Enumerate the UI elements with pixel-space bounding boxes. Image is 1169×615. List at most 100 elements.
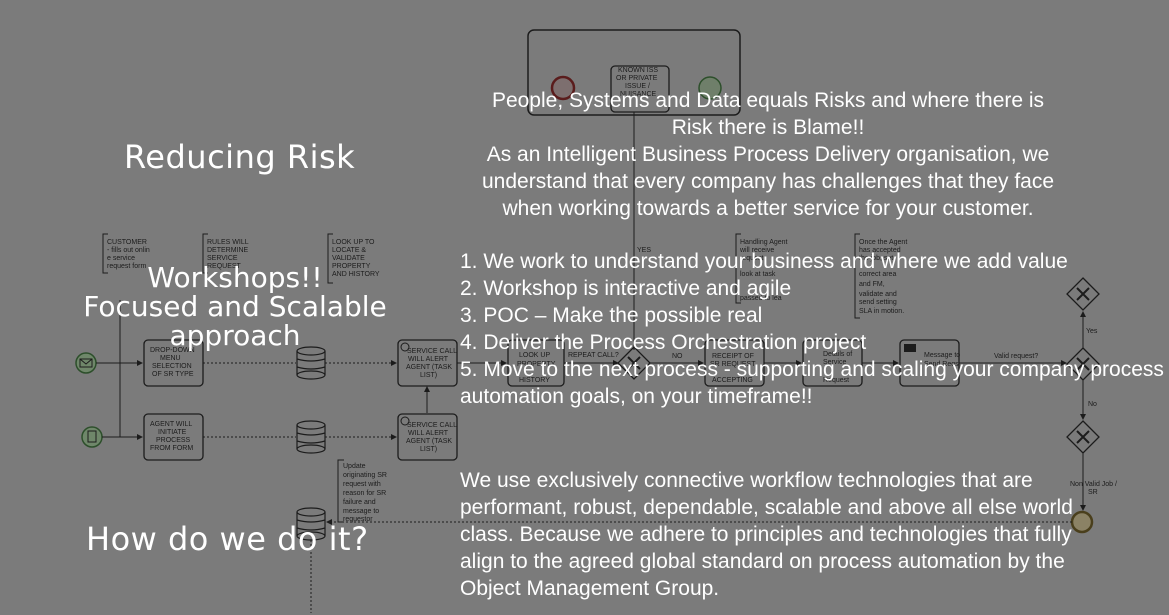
intro-line: when working towards a better service fo… (502, 197, 1034, 220)
annotation-text: request (740, 255, 763, 262)
annotation-text: passed to lea (740, 295, 782, 302)
title-reducing-risk: Reducing Risk (124, 138, 356, 176)
flow-label-no-right: No (1088, 401, 1097, 408)
diagram-text: LIST) (420, 446, 437, 453)
annotation-text: SERVICE (207, 255, 238, 262)
diagram-text: PROCESS (156, 437, 191, 444)
diagram-text: SERVICE CALL (407, 422, 457, 429)
diagram-text: WILL ALERT (408, 356, 449, 363)
flow-label-valid: Valid request? (994, 353, 1038, 360)
diagram-text: Send Reqs (924, 361, 959, 368)
annotation-text: request form (107, 263, 146, 270)
document-icon (87, 430, 97, 443)
step-item: 2. Workshop is interactive and agile (460, 277, 792, 300)
title-workshops-line: approach (169, 319, 301, 352)
exclusive-gateway (1066, 277, 1100, 311)
annotation-text: Update (343, 463, 366, 470)
end-event (550, 75, 576, 101)
gear-icon (400, 342, 410, 352)
exclusive-gateway (1066, 420, 1100, 454)
diagram-text: SELECTION (152, 363, 192, 370)
annotation-text: PROPERTY (332, 263, 371, 270)
annotation-text: Handling Agent (740, 239, 788, 246)
diagram-text: Request (823, 377, 849, 384)
title-how-do-we-do-it: How do we do it? (86, 520, 369, 558)
annotation-text: the job, set (859, 255, 893, 262)
intro-line: People, Systems and Data equals Risks an… (491, 89, 1045, 112)
annotation-text: Once the Agent (859, 239, 907, 246)
title-workshops-line: Focused and Scalable (83, 290, 387, 323)
annotation-text: message to (343, 508, 379, 515)
exclusive-gateway (617, 346, 651, 380)
task-service-call-2 (397, 413, 458, 461)
data-store-1 (296, 346, 326, 380)
diagram-text: WILL ALERT (408, 430, 449, 437)
intro-paragraph: People, Systems and Data equals Risks an… (440, 87, 1096, 222)
step-item: 4. Deliver the Process Orchestration pro… (460, 331, 867, 354)
diagram-text: Non Valid Job / (1070, 481, 1117, 488)
intro-line: Risk there is Blame!! (671, 116, 865, 139)
envelope-icon (904, 344, 916, 352)
annotation-text: will receive (739, 247, 774, 254)
diagram-text: NUISANCE (620, 91, 657, 98)
step-item: 3. POC – Make the possible real (460, 304, 763, 327)
title-workshops-line: Workshops!! (147, 261, 323, 294)
diagram-text: AGENT WILL (150, 421, 192, 428)
intro-line: understand that every company has challe… (481, 170, 1055, 193)
diagram-text: RECEIPT OF (712, 353, 754, 360)
gateway-label: REPEAT CALL? (568, 352, 619, 359)
diagram-text: AGENT (TASK (406, 364, 452, 371)
annotation-text: request with (343, 481, 381, 488)
data-store-3 (296, 507, 326, 541)
task-known-issue (610, 65, 670, 113)
diagram-text: HISTORY (519, 377, 550, 384)
diagram-text: LOOK UP (519, 352, 550, 359)
annotation-text: AND HISTORY (332, 271, 380, 278)
steps-list: 1. We work to understand your business a… (460, 248, 1169, 410)
diagram-text: OF SR TYPE (152, 371, 194, 378)
diagram-text: ISSUE / (625, 83, 650, 90)
flow-label-yes-right: Yes (1086, 328, 1098, 335)
annotation-text: send setting (859, 299, 897, 306)
envelope-icon (79, 358, 93, 368)
diagram-text: SR (1088, 489, 1098, 496)
step-item: 1. We work to understand your business a… (460, 250, 1068, 273)
title-workshops: Workshops!! Focused and Scalable approac… (60, 263, 410, 350)
gear-icon (400, 416, 410, 426)
diagram-text: LIST) (420, 372, 437, 379)
annotation-text: correct area (859, 271, 896, 278)
flow-label-no: NO (672, 353, 683, 360)
annotation-text: reason for SR (343, 490, 386, 497)
flow-label-yes: YES (637, 247, 651, 254)
step-item: 5. Move to the next process - supporting… (460, 358, 1164, 408)
annotation-text: validate and (859, 291, 897, 298)
diagram-text: ACCEPTING (712, 377, 753, 384)
annotation-text: LOCATE & (332, 247, 366, 254)
data-store-2 (296, 420, 326, 454)
diagram-text: DROP-DOWN (150, 347, 195, 354)
diagram-text: Service (823, 359, 846, 366)
annotation-text: CUSTOMER (107, 239, 147, 246)
diagram-text: OR PRIVATE (616, 75, 658, 82)
annotation-text: has accepted (859, 247, 901, 254)
diagram-text: SR REQUEST (710, 361, 756, 368)
annotation-text: look at task (740, 271, 776, 278)
annotation-text: REQUEST (207, 263, 242, 270)
annotation-text: failure and (343, 499, 376, 506)
annotation-text: DETERMINE (207, 247, 249, 254)
diagram-text: PROPERTY (517, 361, 556, 368)
svg-text:Non Valid Job /SR: Non Valid Job /SR (1070, 481, 1117, 496)
annotation-text: VALIDATE (332, 255, 365, 262)
